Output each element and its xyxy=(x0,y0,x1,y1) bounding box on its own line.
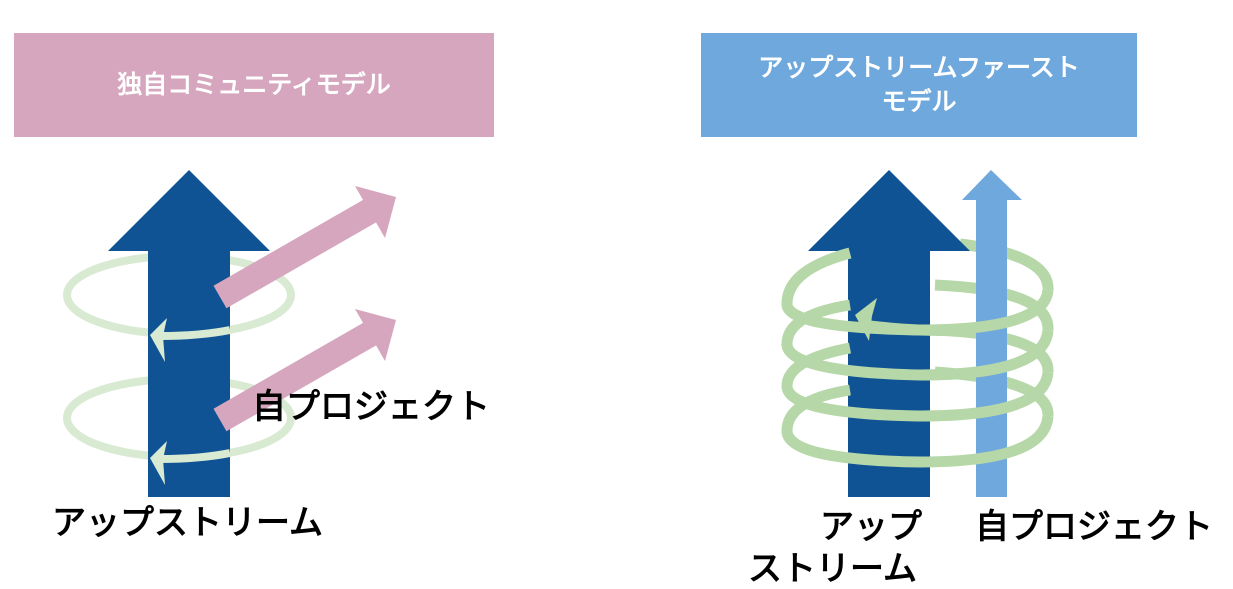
right-model-title: アップストリームファースト モデル xyxy=(701,33,1137,137)
cycle-arrowhead-icon xyxy=(855,298,877,341)
right-model-title-line2: モデル xyxy=(881,87,957,116)
cycle-front-arc xyxy=(159,449,231,463)
right-project-label: 自プロジェクト xyxy=(975,507,1213,547)
left-project-label: 自プロジェクト xyxy=(252,387,490,427)
left-upstream-label: アップストリーム xyxy=(52,503,323,543)
project-fork-arrow xyxy=(213,309,396,432)
spiral-front xyxy=(781,247,1054,468)
cycle-front-arc xyxy=(159,326,231,340)
right-upstream-label-line2: ストリーム xyxy=(748,549,917,589)
right-upstream-label-line1: アップ xyxy=(820,507,922,547)
left-model-title: 独自コミュニティモデル xyxy=(14,33,494,137)
left-model-title-text: 独自コミュニティモデル xyxy=(117,70,391,99)
project-fork-arrow xyxy=(213,186,396,309)
cycle-arrowhead-icon xyxy=(150,441,167,485)
cycle-arrowhead-icon xyxy=(150,318,167,362)
right-model-title-line1: アップストリームファースト xyxy=(758,53,1080,82)
